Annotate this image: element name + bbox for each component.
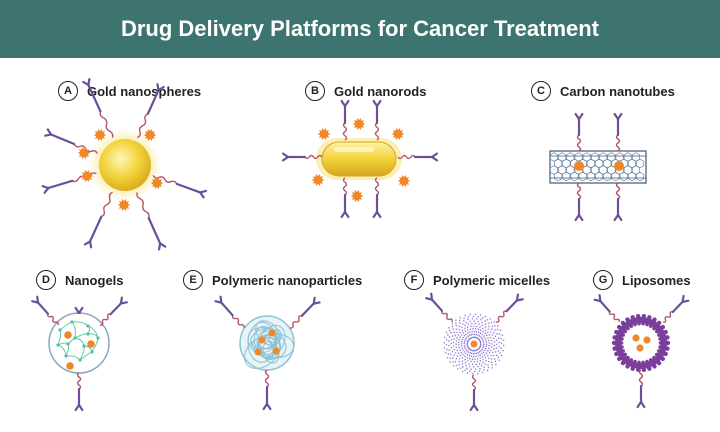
targeting-ligand: [289, 296, 321, 329]
targeting-ligand: [593, 294, 620, 323]
name-carbon-nanotubes: Carbon nanotubes: [560, 83, 675, 99]
targeting-ligand: [99, 296, 128, 326]
label-gold-nanospheres: A Gold nanospheres: [58, 79, 201, 103]
title-bar: Drug Delivery Platforms for Cancer Treat…: [0, 0, 720, 58]
targeting-ligand: [262, 369, 272, 411]
targeting-ligand: [281, 152, 323, 162]
targeting-ligand: [662, 294, 690, 323]
name-gold-nanospheres: Gold nanospheres: [87, 83, 202, 99]
drug-molecule: [317, 128, 331, 140]
targeting-ligand: [574, 182, 584, 222]
targeting-ligand: [136, 192, 167, 251]
targeting-ligand: [372, 177, 382, 219]
label-gold-nanorods: B Gold nanorods: [305, 79, 426, 103]
polymeric-nanoparticle-illustration: [239, 315, 295, 371]
drug-molecule: [632, 334, 640, 342]
gold-nanosphere-illustration: [89, 129, 161, 201]
liposome-illustration: [611, 313, 671, 373]
drug-molecule: [80, 170, 94, 182]
targeting-ligand: [31, 295, 59, 326]
badge-c: C: [531, 81, 551, 101]
targeting-ligand: [495, 293, 524, 323]
targeting-ligand: [340, 99, 350, 141]
targeting-ligand: [83, 191, 113, 249]
targeting-ligand: [372, 99, 382, 141]
drug-molecule: [574, 161, 584, 171]
badge-a: A: [58, 81, 78, 101]
drug-molecule: [268, 329, 276, 337]
drug-molecule: [272, 347, 280, 355]
drug-molecule: [143, 129, 157, 141]
targeting-ligand: [425, 292, 453, 323]
drug-molecule: [93, 129, 107, 141]
label-polymeric-micelles: F Polymeric micelles: [404, 268, 550, 292]
label-liposomes: G Liposomes: [593, 268, 691, 292]
label-polymeric-nanoparticles: E Polymeric nanoparticles: [183, 268, 362, 292]
label-nanogels: D Nanogels: [36, 268, 124, 292]
name-liposomes: Liposomes: [622, 272, 691, 288]
drug-molecule: [311, 174, 325, 186]
targeting-ligand: [574, 112, 584, 152]
label-carbon-nanotubes: C Carbon nanotubes: [531, 79, 675, 103]
drug-molecule: [64, 331, 72, 339]
targeting-ligand: [613, 112, 623, 152]
drug-molecule: [254, 348, 262, 356]
targeting-ligand: [82, 77, 114, 138]
badge-g: G: [593, 270, 613, 290]
drug-molecule: [636, 344, 644, 352]
drug-molecule: [66, 362, 74, 370]
targeting-ligand: [340, 177, 350, 219]
drug-molecule: [350, 190, 364, 202]
drug-molecule: [258, 336, 266, 344]
badge-e: E: [183, 270, 203, 290]
name-polymeric-nanoparticles: Polymeric nanoparticles: [212, 272, 363, 288]
targeting-ligand: [152, 174, 208, 199]
badge-b: B: [305, 81, 325, 101]
targeting-ligand: [136, 83, 165, 139]
targeting-ligand: [74, 306, 84, 315]
name-gold-nanorods: Gold nanorods: [334, 83, 427, 99]
carbon-nanotube-illustration: [549, 150, 647, 184]
drug-molecule: [77, 147, 91, 159]
name-polymeric-micelles: Polymeric micelles: [433, 272, 551, 288]
drug-molecule: [614, 161, 624, 171]
gold-nanorod-illustration: [316, 138, 402, 180]
name-nanogels: Nanogels: [65, 272, 124, 288]
drug-molecule: [397, 175, 411, 187]
page-title: Drug Delivery Platforms for Cancer Treat…: [120, 16, 600, 41]
targeting-ligand: [613, 182, 623, 222]
drug-molecule: [150, 177, 164, 189]
polymeric-micelle-illustration: [442, 312, 506, 376]
drug-molecule: [391, 128, 405, 140]
drug-molecule: [87, 340, 95, 348]
drug-molecule: [352, 118, 366, 130]
badge-d: D: [36, 270, 56, 290]
targeting-ligand: [214, 295, 245, 329]
targeting-ligand: [469, 374, 479, 412]
badge-f: F: [404, 270, 424, 290]
targeting-ligand: [44, 128, 98, 154]
drug-molecule: [643, 336, 651, 344]
targeting-ligand: [397, 152, 439, 162]
targeting-ligand: [74, 372, 84, 412]
targeting-ligand: [636, 369, 646, 409]
drug-molecule: [117, 199, 131, 211]
